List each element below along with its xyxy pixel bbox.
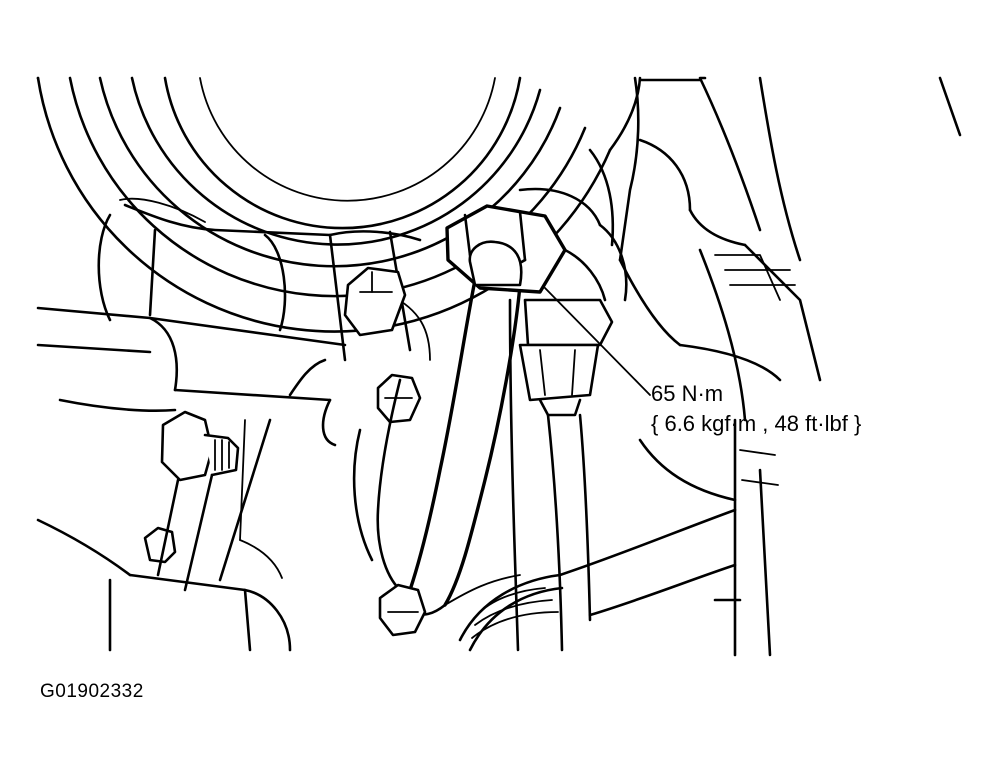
torque-spec-label: 65 N·m { 6.6 kgf·m , 48 ft·lbf } bbox=[651, 379, 861, 439]
torque-leader-line bbox=[544, 287, 651, 396]
torque-spec-metric: 65 N·m bbox=[651, 381, 724, 406]
torque-spec-conversions: { 6.6 kgf·m , 48 ft·lbf } bbox=[651, 411, 862, 436]
adjuster-bolt bbox=[160, 410, 240, 482]
return-hose bbox=[508, 298, 592, 652]
figure-id: G01902332 bbox=[40, 681, 144, 702]
bracket-bolt-upper bbox=[343, 266, 407, 337]
pump-outlet-fitting bbox=[518, 298, 614, 417]
steering-rack-boot bbox=[458, 508, 737, 652]
bottom-nut bbox=[378, 583, 427, 637]
pressure-hose bbox=[352, 278, 522, 616]
engine-structure-right bbox=[618, 76, 962, 657]
bracket-bolt-middle bbox=[376, 373, 422, 424]
lower-nut bbox=[143, 526, 177, 564]
adjuster-arm bbox=[36, 418, 292, 652]
pump-housing bbox=[518, 76, 747, 302]
pressure-hose-flare-nut bbox=[445, 204, 567, 294]
